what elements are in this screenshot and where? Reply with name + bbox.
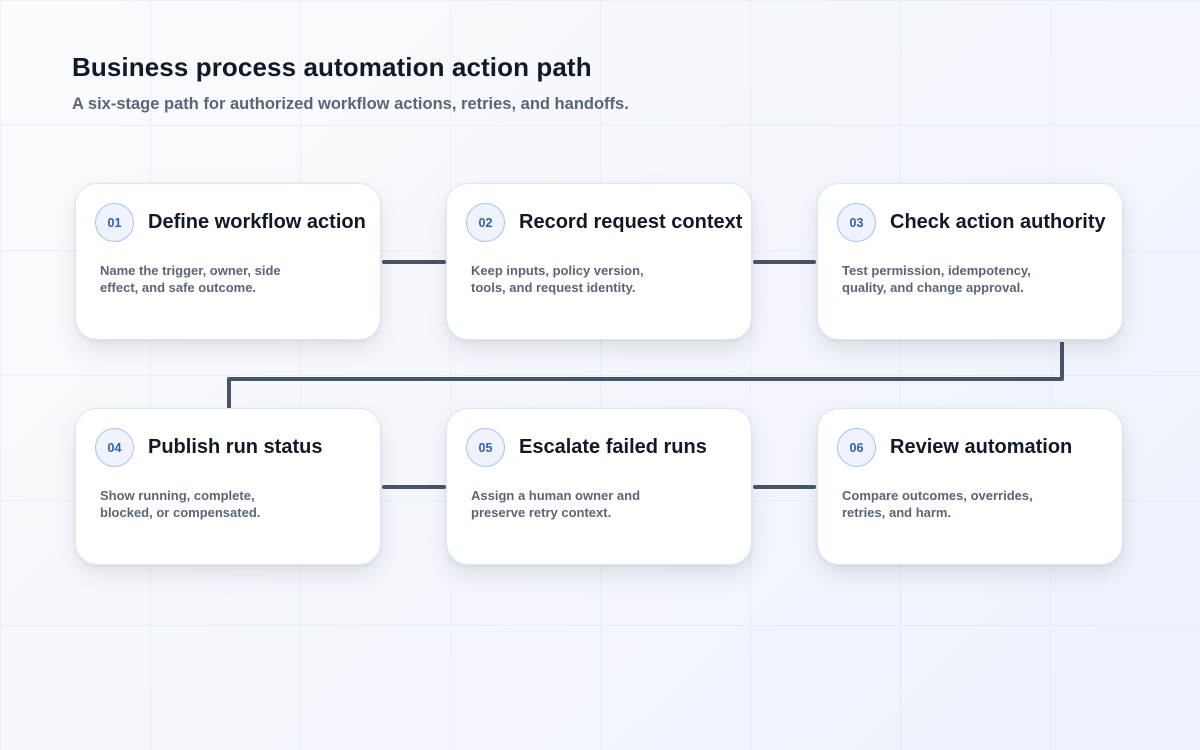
stage-description: Assign a human owner and preserve retry … (471, 488, 641, 520)
stage-number-badge: 02 (466, 203, 505, 242)
stage-number-badge: 03 (837, 203, 876, 242)
stage-card-01: 01 Define workflow action Name the trigg… (75, 183, 381, 340)
stage-title: Publish run status (148, 436, 323, 458)
stage-title: Record request context (519, 211, 743, 233)
stage-number-badge: 06 (837, 428, 876, 467)
stage-card-03: 03 Check action authority Test permissio… (817, 183, 1123, 340)
page-title: Business process automation action path (72, 52, 592, 82)
stage-description: Test permission, idempotency, quality, a… (842, 263, 1031, 295)
stage-title: Check action authority (890, 211, 1106, 233)
stage-number-badge: 01 (95, 203, 134, 242)
stage-title: Define workflow action (148, 211, 366, 233)
stage-card-04: 04 Publish run status Show running, comp… (75, 408, 381, 565)
stage-number-badge: 04 (95, 428, 134, 467)
connector-03-04 (227, 342, 1064, 408)
stage-description: Name the trigger, owner, side effect, an… (100, 263, 281, 295)
stage-number-badge: 05 (466, 428, 505, 467)
stage-card-02: 02 Record request context Keep inputs, p… (446, 183, 752, 340)
stage-title: Escalate failed runs (519, 436, 707, 458)
stage-card-05: 05 Escalate failed runs Assign a human o… (446, 408, 752, 565)
stage-title: Review automation (890, 436, 1073, 458)
stage-description: Keep inputs, policy version, tools, and … (471, 263, 644, 295)
stage-card-06: 06 Review automation Compare outcomes, o… (817, 408, 1123, 565)
page-subtitle: A six-stage path for authorized workflow… (72, 95, 629, 113)
stage-description: Compare outcomes, overrides, retries, an… (842, 488, 1033, 520)
stage-description: Show running, complete, blocked, or comp… (100, 488, 261, 520)
